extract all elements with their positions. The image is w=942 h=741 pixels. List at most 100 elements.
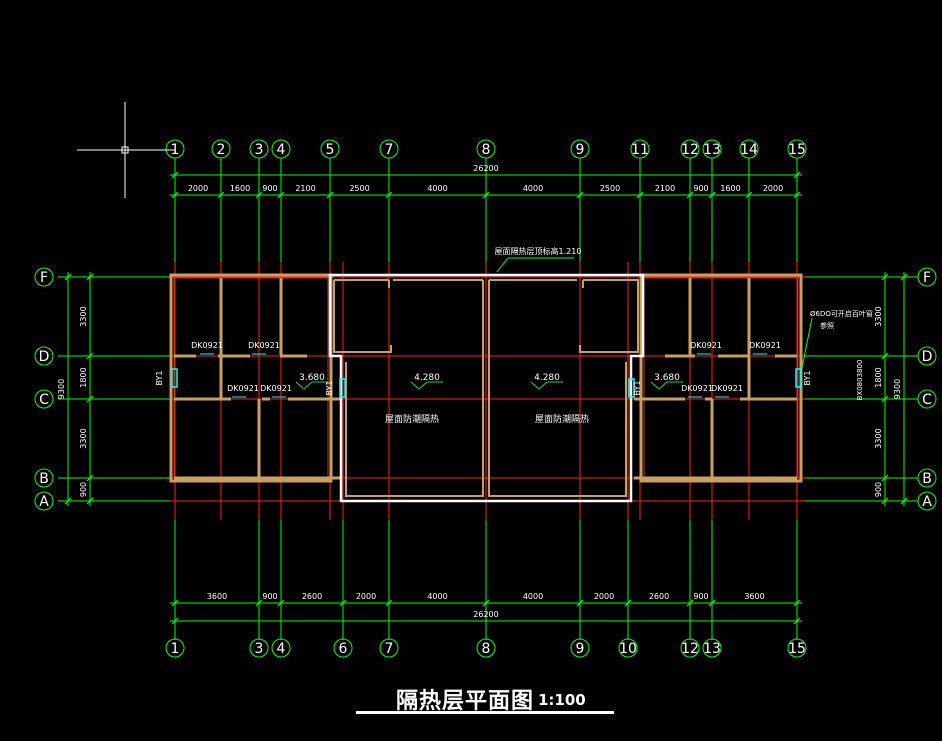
axis-bubble-bottom-9-label: 9 — [576, 641, 585, 657]
dim-tick — [793, 171, 801, 179]
central-inner-walls — [333, 279, 639, 353]
elevation-value: 4.280 — [534, 373, 560, 383]
dim-tick — [217, 191, 225, 199]
axis-bubble-right-B — [917, 468, 937, 488]
door-label: DK0921 — [227, 384, 259, 393]
dim-tick — [900, 273, 908, 281]
door-label: DK0921 — [681, 384, 713, 393]
dim-tick — [881, 395, 889, 403]
dim-bottom-value: 4000 — [427, 592, 447, 601]
dim-tick — [339, 599, 347, 607]
dim-left-value: 900 — [79, 482, 88, 497]
dim-tick — [64, 497, 72, 505]
dim-top-value: 900 — [262, 184, 277, 193]
dim-tick — [385, 191, 393, 199]
elevation-marker — [530, 381, 563, 390]
dim-tick — [255, 191, 263, 199]
dim-tick — [686, 191, 694, 199]
axis-bubble-top-9-label: 9 — [576, 142, 585, 158]
dim-tick — [881, 474, 889, 482]
door-label: DK0921 — [191, 341, 223, 350]
axis-bubble-top-12-label: 12 — [681, 142, 699, 158]
axis-bubble-top-12 — [680, 139, 700, 159]
dim-top-value: 2500 — [349, 184, 369, 193]
dim-tick — [708, 599, 716, 607]
dim-tick — [326, 191, 334, 199]
dim-bottom-value: 3600 — [744, 592, 764, 601]
axis-bubble-bottom-3 — [249, 638, 269, 658]
axis-bubble-left-B — [34, 468, 54, 488]
dim-top-value: 4000 — [523, 184, 543, 193]
elevation-value: 4.280 — [414, 373, 440, 383]
callout-right-vertical: BX0803800 — [856, 360, 864, 401]
dim-left-total: 9300 — [57, 379, 66, 399]
axis-bubble-left-C-label: C — [39, 392, 49, 408]
axis-bubble-bottom-13-label: 13 — [703, 641, 721, 657]
dim-tick — [171, 171, 179, 179]
axis-bubble-right-A-label: A — [922, 494, 932, 510]
axis-bubble-top-15 — [787, 139, 807, 159]
dim-tick — [171, 599, 179, 607]
axis-bubble-right-C-label: C — [922, 392, 932, 408]
axis-bubble-bottom-4-label: 4 — [277, 641, 286, 657]
axis-bubble-bottom-12-label: 12 — [681, 641, 699, 657]
dim-bottom-value: 2600 — [649, 592, 669, 601]
dim-tick — [86, 497, 94, 505]
dim-right-value: 900 — [874, 482, 883, 497]
dim-tick — [881, 497, 889, 505]
axis-bubble-bottom-10 — [618, 638, 638, 658]
dim-tick — [686, 599, 694, 607]
dim-tick — [624, 599, 632, 607]
window-by1 — [795, 368, 802, 388]
door-label: DK0921 — [690, 341, 722, 350]
callout-leader-right — [801, 317, 813, 369]
callout-right-text-2: 参照 — [820, 321, 834, 330]
dim-tick — [793, 191, 801, 199]
elevation-marker — [295, 381, 328, 390]
window-label: BY1 — [155, 370, 164, 385]
dim-tick — [171, 191, 179, 199]
dim-top-value: 2500 — [600, 184, 620, 193]
title-underline — [356, 711, 614, 714]
window-by1 — [628, 378, 635, 398]
dim-tick — [636, 191, 644, 199]
dim-bottom-value: 3600 — [207, 592, 227, 601]
callout-right-text: Ø6DO可开启百叶窗 — [810, 309, 873, 318]
axis-bubble-top-7 — [379, 139, 399, 159]
axis-bubble-top-14 — [739, 139, 759, 159]
axis-bubble-right-C — [917, 389, 937, 409]
callout-top-text: 屋面隔热层顶标高1.210 — [495, 246, 582, 256]
dim-top-value: 900 — [693, 184, 708, 193]
axis-bubble-top-3 — [249, 139, 269, 159]
room-label: 屋面防潮隔热 — [385, 413, 439, 425]
axis-bubble-right-D — [917, 346, 937, 366]
dim-tick — [277, 191, 285, 199]
axis-bubble-bottom-12 — [680, 638, 700, 658]
axis-bubble-top-2 — [211, 139, 231, 159]
axis-bubble-bottom-3-label: 3 — [255, 641, 264, 657]
dim-tick — [86, 273, 94, 281]
dim-bottom-value: 2000 — [356, 592, 376, 601]
axis-bubble-bottom-8 — [476, 638, 496, 658]
dim-tick — [745, 191, 753, 199]
axis-bubble-top-2-label: 2 — [217, 142, 226, 158]
axis-bubble-top-8-label: 8 — [482, 142, 491, 158]
dim-tick — [385, 599, 393, 607]
dim-tick — [171, 617, 179, 625]
callout-leader-top — [496, 257, 509, 273]
axis-bubble-left-C — [34, 389, 54, 409]
dim-tick — [900, 497, 908, 505]
dim-tick — [881, 273, 889, 281]
window-label: BY1 — [633, 380, 642, 395]
dim-right-total: 9300 — [893, 379, 902, 399]
axis-bubble-bottom-6 — [333, 638, 353, 658]
dim-tick — [86, 352, 94, 360]
dim-bottom-value: 2600 — [302, 592, 322, 601]
axis-bubble-bottom-1-label: 1 — [171, 641, 180, 657]
dim-bottom-total: 26200 — [473, 610, 498, 619]
axis-bubble-right-B-label: B — [922, 471, 932, 487]
dim-top-total: 26200 — [473, 164, 498, 173]
axis-bubble-top-3-label: 3 — [255, 142, 264, 158]
axis-bubble-top-15-label: 15 — [788, 142, 806, 158]
